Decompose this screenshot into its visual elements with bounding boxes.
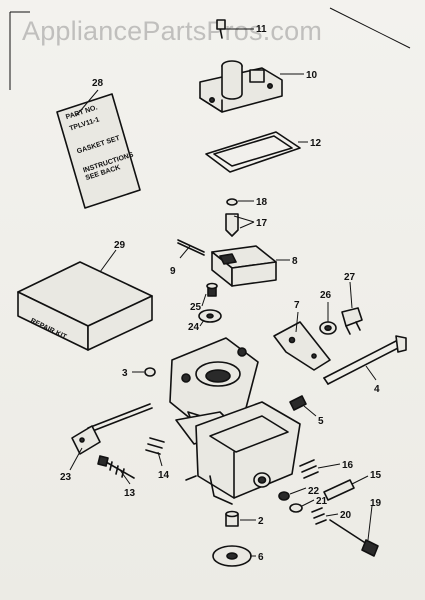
label-part-5: 5	[318, 416, 324, 427]
label-part-4: 4	[374, 384, 380, 395]
washer-24	[198, 309, 222, 323]
pin-3	[144, 367, 156, 377]
label-part-16: 16	[342, 460, 354, 471]
throttle-plate	[273, 321, 331, 371]
plug-2	[225, 510, 239, 527]
label-part-7: 7	[294, 300, 300, 311]
corner-marks	[9, 7, 411, 90]
label-part-8: 8	[292, 256, 298, 267]
spring-20	[311, 507, 327, 525]
label-part-3: 3	[122, 368, 128, 379]
label-part-19: 19	[370, 498, 382, 509]
gasket	[205, 131, 301, 173]
needle-valve	[225, 198, 239, 237]
repair-kit-box: REPAIR KIT	[17, 261, 153, 351]
carburetor-body	[169, 337, 301, 505]
throttle-screw	[206, 282, 218, 297]
label-part-24: 24	[188, 322, 200, 333]
needle-19	[329, 519, 379, 557]
label-part-27: 27	[344, 272, 356, 283]
nut-22	[278, 491, 290, 501]
fuel-inlet-assembly	[199, 19, 283, 113]
choke-shaft	[71, 403, 153, 455]
jet-15	[323, 479, 355, 501]
label-part-17: 17	[256, 218, 268, 229]
clip-5	[289, 395, 307, 411]
label-part-29: 29	[114, 240, 126, 251]
label-part-21: 21	[316, 496, 328, 507]
label-part-13: 13	[124, 488, 136, 499]
spring-16	[299, 459, 319, 479]
label-part-18: 18	[256, 197, 268, 208]
label-part-10: 10	[306, 70, 318, 81]
label-part-20: 20	[340, 510, 352, 521]
throttle-shaft	[323, 335, 407, 385]
label-part-22: 22	[308, 486, 320, 497]
washer-21	[289, 503, 303, 513]
label-part-11: 11	[256, 24, 267, 35]
idle-screw-13	[97, 455, 135, 479]
gasket-set-card: PART NO. TPLV11-1 GASKET SET INSTRUCTION…	[56, 93, 141, 209]
label-part-14: 14	[158, 470, 170, 481]
label-part-12: 12	[310, 138, 322, 149]
label-part-6: 6	[258, 552, 264, 563]
float-pin	[177, 239, 205, 256]
float	[211, 245, 277, 287]
screw-27	[341, 307, 363, 335]
label-part-26: 26	[320, 290, 332, 301]
label-part-28: 28	[92, 78, 104, 89]
part-labels: 11 10 12 18 17 9 8 28 29 25 24 7 26 27 3…	[60, 24, 382, 563]
label-part-25: 25	[190, 302, 202, 313]
label-part-15: 15	[370, 470, 382, 481]
label-part-9: 9	[170, 266, 176, 277]
washer-26	[319, 321, 337, 335]
label-part-2: 2	[258, 516, 264, 527]
spring-14	[145, 437, 165, 455]
label-part-23: 23	[60, 472, 72, 483]
gasket-6	[212, 545, 252, 567]
watermark: AppliancePartsPros.com	[22, 16, 323, 46]
leader-lines	[69, 28, 377, 557]
